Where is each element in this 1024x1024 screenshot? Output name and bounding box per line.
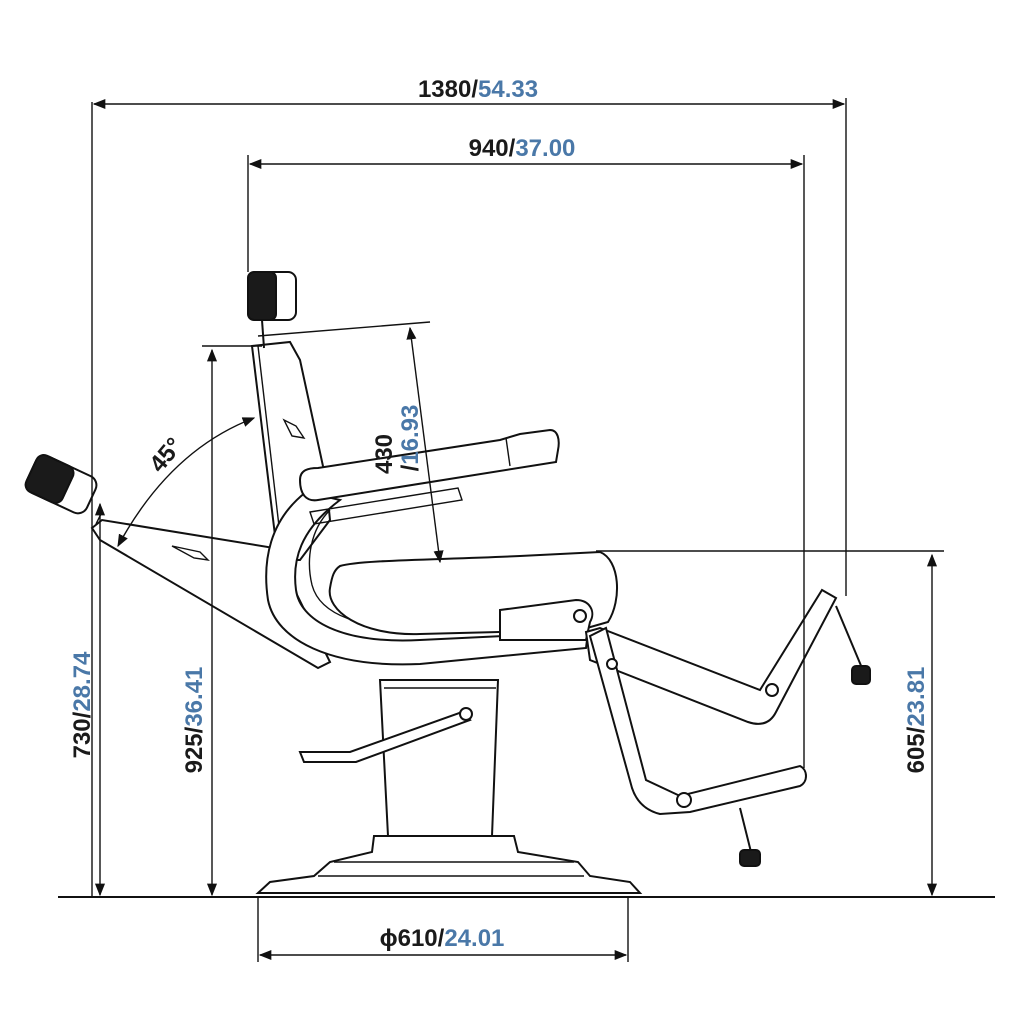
headrest-to-seat-metric: 430 — [371, 434, 398, 474]
chair-shell — [265, 490, 590, 666]
dim-upright-height: 925/36.41 — [181, 345, 262, 897]
dim-overall-length: 1380/54.33 — [91, 76, 847, 897]
dim-headrest-to-seat: 430 /16.93 — [257, 321, 444, 564]
dim-reclined-height: 730/28.74 — [69, 502, 106, 897]
reclined-headrest — [24, 454, 98, 515]
raised-footrest-knob — [851, 665, 871, 685]
pump-pedal — [298, 710, 472, 763]
base-diameter-label: ϕ610/24.01 — [380, 925, 505, 952]
chair-column — [378, 679, 500, 837]
dim-back-length: 940/37.00 — [247, 135, 805, 768]
reclined-height-label: 730/28.74 — [69, 651, 96, 758]
upright-height-label: 925/36.41 — [181, 667, 208, 774]
lowered-legrest — [588, 626, 807, 816]
lowered-footrest-knob — [739, 849, 761, 867]
upright-headrest — [247, 271, 297, 321]
dim-base-diameter: ϕ610/24.01 — [257, 897, 629, 962]
armrest — [298, 428, 560, 502]
recline-angle-label: 45° — [144, 433, 188, 478]
chair-base — [255, 835, 643, 894]
overall-length-label: 1380/54.33 — [418, 76, 538, 103]
seat-height-label: 605/23.81 — [903, 667, 930, 774]
chair-illustration — [24, 271, 871, 894]
back-length-label: 940/37.00 — [469, 135, 576, 162]
dim-seat-height: 605/23.81 — [596, 550, 944, 897]
headrest-post — [261, 319, 265, 349]
headrest-to-seat-imperial: /16.93 — [397, 405, 424, 472]
